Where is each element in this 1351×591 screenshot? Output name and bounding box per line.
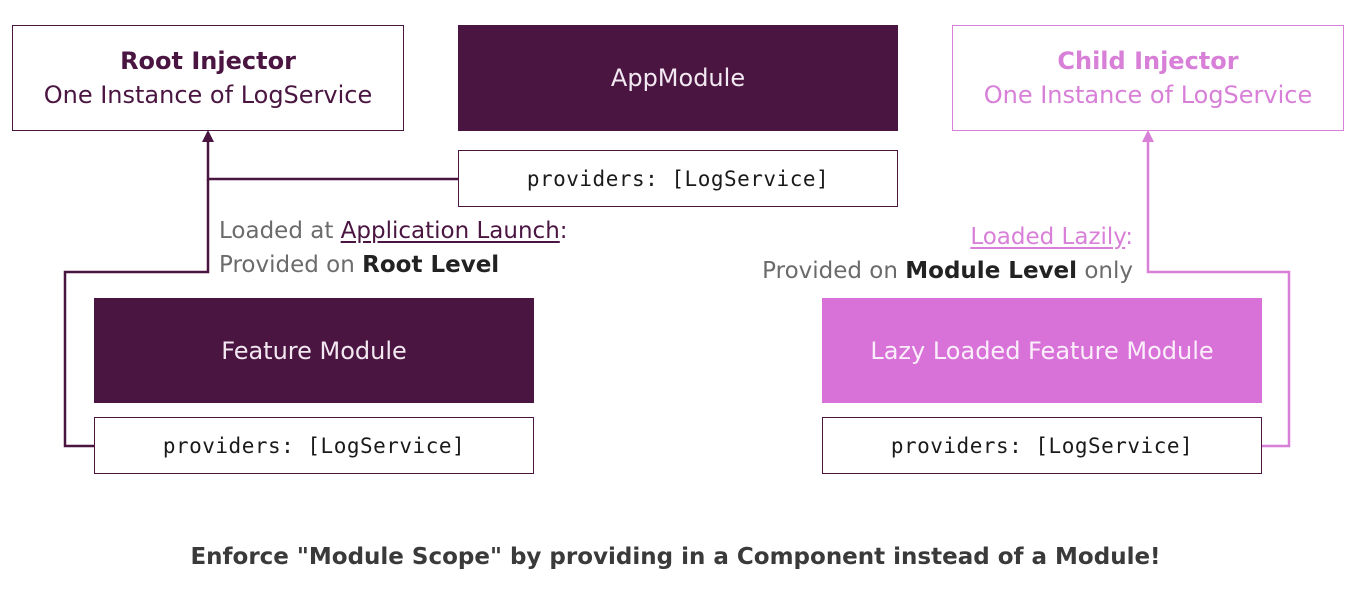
lazy-module-box: Lazy Loaded Feature Module <box>822 298 1262 403</box>
app-to-root-line <box>206 140 458 181</box>
right-note-line2: Provided on Module Level only <box>762 254 1133 288</box>
right-note-line1: Loaded Lazily: <box>762 220 1133 254</box>
loaded-lazily-link: Loaded Lazily <box>970 224 1126 250</box>
module-level-text: Module Level <box>905 258 1078 284</box>
child-arrowhead <box>1142 130 1154 142</box>
right-note-line2-prefix: Provided on <box>762 258 906 284</box>
app-providers-text: providers: [LogService] <box>526 166 830 191</box>
lazy-providers-text: providers: [LogService] <box>890 433 1194 458</box>
root-connectors <box>63 140 458 448</box>
root-injector-box: Root Injector One Instance of LogService <box>12 25 404 131</box>
feature-module-providers: providers: [LogService] <box>94 417 534 474</box>
app-module-providers: providers: [LogService] <box>458 150 898 207</box>
child-injector-subtitle: One Instance of LogService <box>983 81 1313 109</box>
application-launch-link: Application Launch <box>340 218 560 244</box>
lazy-module-label: Lazy Loaded Feature Module <box>870 336 1214 365</box>
root-level-text: Root Level <box>362 252 500 278</box>
lazy-module-providers: providers: [LogService] <box>822 417 1262 474</box>
left-note-prefix: Loaded at <box>219 218 341 244</box>
app-module-box: AppModule <box>458 25 898 131</box>
lazy-to-child-line <box>1146 140 1291 448</box>
child-injector-title: Child Injector <box>1057 47 1239 75</box>
feature-to-root-line <box>63 179 210 448</box>
left-note-line2-prefix: Provided on <box>219 252 363 278</box>
app-module-label: AppModule <box>610 64 746 92</box>
right-note-colon: : <box>1125 224 1133 250</box>
feature-providers-text: providers: [LogService] <box>162 433 466 458</box>
left-note-line1: Loaded at Application Launch: <box>219 214 568 248</box>
root-arrowhead <box>202 130 214 142</box>
left-note: Loaded at Application Launch: Provided o… <box>219 214 568 282</box>
left-note-line2: Provided on Root Level <box>219 248 568 282</box>
child-connectors <box>1146 140 1291 448</box>
root-injector-subtitle: One Instance of LogService <box>43 81 373 109</box>
right-note: Loaded Lazily: Provided on Module Level … <box>762 220 1133 288</box>
child-injector-box: Child Injector One Instance of LogServic… <box>952 25 1344 131</box>
right-note-line2-suffix: only <box>1077 258 1133 284</box>
feature-module-label: Feature Module <box>221 336 407 365</box>
root-injector-title: Root Injector <box>120 47 296 75</box>
footer-note: Enforce "Module Scope" by providing in a… <box>190 544 1161 570</box>
left-note-colon: : <box>559 218 568 244</box>
feature-module-box: Feature Module <box>94 298 534 403</box>
